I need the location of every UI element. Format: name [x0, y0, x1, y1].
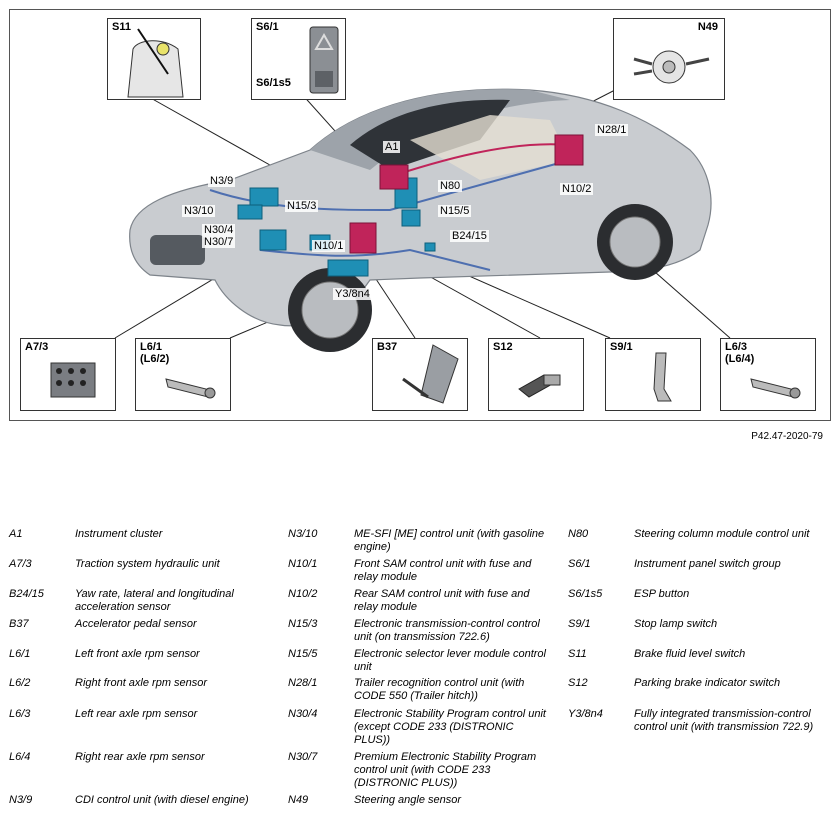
legend-code: A7/3 [9, 558, 32, 570]
legend-desc: Left front axle rpm sensor [75, 648, 200, 660]
callout-s9-1: S9/1 [605, 338, 701, 411]
callout-l6-1: L6/1 (L6/2) [135, 338, 231, 411]
legend-code: N49 [288, 794, 309, 806]
hydraulic-unit-image [50, 362, 96, 398]
parking-brake-switch-image [518, 374, 561, 398]
legend-desc: Fully integrated transmission-control co… [634, 708, 814, 733]
callout-label: L6/1 (L6/2) [140, 341, 170, 365]
legend-code: N28/1 [288, 677, 318, 689]
tag-n30-4: N30/4 [202, 224, 236, 236]
callout-sublabel: S6/1s5 [256, 77, 291, 89]
tag-n10-1: N10/1 [312, 240, 346, 252]
legend-code: Y3/8n4 [568, 708, 603, 720]
legend-code: N30/7 [288, 751, 318, 763]
callout-b37: B37 [372, 338, 468, 411]
callout-label: S11 [112, 21, 131, 33]
legend-desc: Electronic Stability Program control uni… [354, 708, 546, 746]
callout-label: N49 [697, 21, 718, 33]
legend-code: B24/15 [9, 588, 44, 600]
component-legend: A1 Instrument cluster A7/3 Traction syst… [9, 528, 829, 828]
callout-label: B37 [377, 341, 398, 353]
stop-lamp-switch-image [653, 352, 672, 402]
rear-axle-rpm-sensor-image [750, 378, 801, 399]
legend-desc: Traction system hydraulic unit [75, 558, 220, 570]
tag-n15-3: N15/3 [285, 200, 319, 212]
brake-fluid-reservoir-image [127, 28, 184, 98]
legend-desc: Accelerator pedal sensor [75, 618, 197, 630]
tag-n28-1: N28/1 [595, 124, 629, 136]
legend-desc: Instrument cluster [75, 528, 163, 540]
legend-desc: Right front axle rpm sensor [75, 677, 208, 689]
accelerator-pedal-image [402, 344, 459, 404]
legend-code: S6/1s5 [568, 588, 603, 600]
legend-desc: Stop lamp switch [634, 618, 718, 630]
legend-desc: ESP button [634, 588, 690, 600]
callout-label: S9/1 [610, 341, 633, 353]
legend-code: L6/2 [9, 677, 31, 689]
callout-label: S12 [493, 341, 513, 353]
legend-code: N10/1 [288, 558, 318, 570]
legend-code: N30/4 [288, 708, 318, 720]
legend-code: A1 [9, 528, 23, 540]
legend-desc: CDI control unit (with diesel engine) [75, 794, 249, 806]
legend-desc: Steering angle sensor [354, 794, 462, 806]
figure-reference: P42.47-2020-79 [751, 431, 823, 442]
legend-desc: Left rear axle rpm sensor [75, 708, 198, 720]
tag-b24-15: B24/15 [450, 230, 489, 242]
legend-code: S12 [568, 677, 588, 689]
legend-code: L6/4 [9, 751, 31, 763]
callout-l6-3: L6/3 (L6/4) [720, 338, 816, 411]
tag-n15-5: N15/5 [438, 205, 472, 217]
legend-code: B37 [9, 618, 29, 630]
tag-y3-8n4: Y3/8n4 [333, 288, 372, 300]
tag-a1: A1 [383, 141, 401, 153]
legend-code: N10/2 [288, 588, 318, 600]
callout-label: L6/3 (L6/4) [725, 341, 755, 365]
legend-desc: Instrument panel switch group [634, 558, 781, 570]
switch-group-image [309, 26, 339, 94]
callout-s6-1: S6/1 S6/1s5 [251, 18, 346, 100]
tag-n10-2: N10/2 [560, 183, 594, 195]
callout-label: A7/3 [25, 341, 49, 353]
callout-label: S6/1 [256, 21, 279, 33]
legend-desc: Brake fluid level switch [634, 648, 746, 660]
tag-n3-10: N3/10 [182, 205, 216, 217]
legend-desc: Electronic selector lever module control… [354, 648, 546, 673]
tag-n80: N80 [438, 180, 463, 192]
legend-desc: Yaw rate, lateral and longitudinal accel… [75, 588, 234, 613]
callout-n49: N49 [613, 18, 725, 100]
legend-code: N3/10 [288, 528, 318, 540]
legend-code: N15/3 [288, 618, 318, 630]
axle-rpm-sensor-image [165, 378, 216, 399]
legend-desc: Premium Electronic Stability Program con… [354, 751, 537, 789]
legend-desc: ME-SFI [ME] control unit (with gasoline … [354, 528, 545, 553]
legend-code: L6/3 [9, 708, 31, 720]
legend-code: S9/1 [568, 618, 591, 630]
tag-n30-7: N30/7 [202, 236, 236, 248]
tag-n3-9: N3/9 [208, 175, 236, 187]
legend-desc: Steering column module control unit [634, 528, 810, 540]
legend-code: N3/9 [9, 794, 33, 806]
callout-a7-3: A7/3 [20, 338, 116, 411]
callout-s11: S11 [107, 18, 201, 100]
callout-s12: S12 [488, 338, 584, 411]
legend-desc: Front SAM control unit with fuse and rel… [354, 558, 532, 583]
legend-code: S11 [568, 648, 587, 660]
legend-code: N15/5 [288, 648, 318, 660]
legend-code: L6/1 [9, 648, 31, 660]
legend-code: S6/1 [568, 558, 591, 570]
legend-desc: Right rear axle rpm sensor [75, 751, 205, 763]
legend-desc: Electronic transmission-control control … [354, 618, 540, 643]
component-location-figure: S11 S6/1 S6/1s5 N49 A7/3 L6/1 (L6/2) [9, 9, 831, 421]
legend-desc: Parking brake indicator switch [634, 677, 781, 689]
legend-code: N80 [568, 528, 589, 540]
legend-desc: Trailer recognition control unit (with C… [354, 677, 525, 702]
legend-desc: Rear SAM control unit with fuse and rela… [354, 588, 530, 613]
steering-angle-sensor-image [633, 50, 710, 84]
